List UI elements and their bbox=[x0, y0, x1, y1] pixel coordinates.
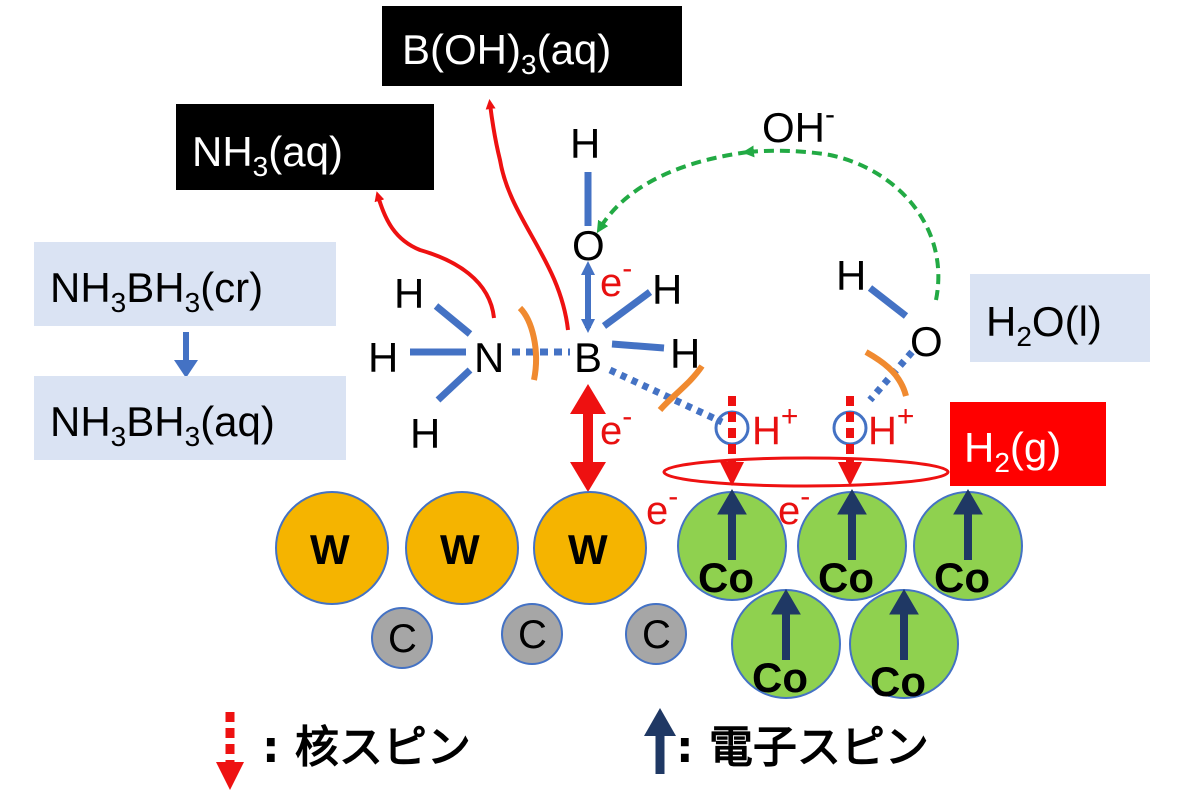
hydroxide-cycle-curve-right bbox=[742, 145, 941, 301]
electron-label-2: e- bbox=[600, 400, 632, 453]
atom-H-n1: H bbox=[394, 270, 424, 317]
carbon-label-2: C bbox=[518, 613, 547, 657]
electron-label-3: e- bbox=[646, 480, 678, 533]
tungsten-label-1: W bbox=[310, 526, 350, 573]
atom-O-hydroxyl: O bbox=[572, 222, 605, 269]
dissolution-arrow bbox=[174, 332, 198, 378]
atom-N: N bbox=[474, 334, 504, 381]
cobalt-label-4: Co bbox=[752, 654, 808, 701]
atom-H-b2: H bbox=[670, 330, 700, 377]
svg-text:H+: H+ bbox=[868, 400, 914, 453]
electron-label-4: e- bbox=[778, 480, 810, 533]
hydroxide-cycle-curve-left bbox=[596, 150, 749, 234]
cobalt-label-1: Co bbox=[698, 554, 754, 601]
bond-breaking-marks bbox=[517, 305, 909, 412]
atom-H-b1: H bbox=[652, 266, 682, 313]
cobalt-label-2: Co bbox=[818, 554, 874, 601]
carbon-atoms: C C C bbox=[371, 603, 687, 669]
cobalt-label-5: Co bbox=[870, 658, 926, 705]
atom-O-water: O bbox=[910, 318, 943, 365]
water-label: H2O(l) bbox=[970, 274, 1150, 362]
legend-electron-spin: : 電子スピン bbox=[644, 708, 929, 774]
svg-text:B(OH)3(aq): B(OH)3(aq) bbox=[402, 26, 611, 80]
proton-1: H+ bbox=[714, 400, 798, 453]
cobalt-atoms: Co Co Co Co Co bbox=[677, 489, 1023, 705]
nuclear-spin-arrow-2 bbox=[838, 396, 862, 486]
electron-label-1: e- bbox=[600, 252, 632, 305]
atom-H-n2: H bbox=[368, 334, 398, 381]
atom-H-water: H bbox=[836, 252, 866, 299]
tungsten-label-3: W bbox=[568, 526, 608, 573]
svg-text:NH3BH3(cr): NH3BH3(cr) bbox=[50, 264, 263, 318]
svg-text:H2(g): H2(g) bbox=[964, 424, 1061, 478]
boron-tungsten-electron-transfer-arrow bbox=[570, 384, 606, 492]
hydroxide-label: OH- bbox=[762, 98, 835, 151]
nitrogen-bonds bbox=[410, 303, 570, 403]
ammonia-borane-solid-label: NH3BH3(cr) bbox=[34, 242, 336, 326]
hydrogen-gas-label: H2(g) bbox=[950, 402, 1106, 486]
atom-H-n3: H bbox=[410, 410, 440, 457]
nuclear-spin-legend-label: : 核スピン bbox=[262, 722, 471, 773]
svg-text:NH3BH3(aq): NH3BH3(aq) bbox=[50, 398, 275, 452]
boric-acid-label: B(OH)3(aq) bbox=[382, 6, 682, 86]
water-bonds bbox=[867, 285, 915, 403]
nuclear-spin-arrow-1 bbox=[720, 396, 744, 486]
svg-text:OH-: OH- bbox=[762, 98, 835, 151]
hydrogen-pair-ellipse bbox=[662, 456, 950, 488]
electron-spin-legend-label: : 電子スピン bbox=[676, 722, 929, 773]
ammonia-label: NH3(aq) bbox=[176, 104, 434, 190]
boric-acid-release-curve bbox=[485, 99, 570, 331]
legend-nuclear-spin: : 核スピン bbox=[216, 712, 471, 790]
svg-text:NH3(aq): NH3(aq) bbox=[192, 128, 343, 182]
ammonia-release-curve bbox=[374, 191, 496, 319]
carbon-label-1: C bbox=[388, 617, 417, 661]
boron-bonds bbox=[581, 261, 724, 426]
tungsten-atoms: W W W bbox=[275, 491, 647, 605]
svg-text:H+: H+ bbox=[752, 400, 798, 453]
atom-B: B bbox=[574, 334, 602, 381]
svg-text:H2O(l): H2O(l) bbox=[986, 298, 1102, 352]
carbon-label-3: C bbox=[642, 613, 671, 657]
cobalt-label-3: Co bbox=[934, 554, 990, 601]
atom-H-hydroxyl: H bbox=[570, 120, 600, 167]
ammonia-borane-aqueous-label: NH3BH3(aq) bbox=[34, 376, 346, 460]
tungsten-label-2: W bbox=[440, 526, 480, 573]
